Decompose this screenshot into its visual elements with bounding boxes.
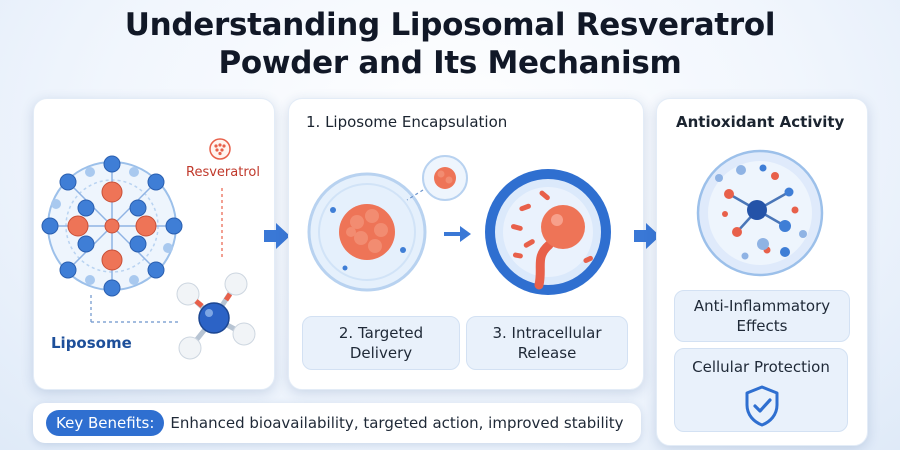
liposome-illustration — [41, 155, 183, 297]
arrow-right-icon-2 — [634, 223, 660, 249]
effect-1-line-1: Anti-Inflammatory — [693, 297, 831, 315]
step-1-heading: 1. Liposome Encapsulation — [306, 113, 508, 131]
step-3-pill: 3. Intracellular Release — [466, 316, 628, 370]
title-line-2: Powder and Its Mechanism — [218, 45, 682, 81]
arrow-right-small-icon — [444, 226, 471, 242]
resveratrol-label: Resveratrol — [186, 165, 260, 180]
key-benefits-text: Enhanced bioavailability, targeted actio… — [170, 414, 624, 432]
shield-check-icon — [745, 385, 779, 427]
page-title: Understanding Liposomal Resveratrol Powd… — [0, 6, 900, 82]
cellular-protection-pill: Cellular Protection — [674, 348, 848, 432]
resveratrol-molecule — [176, 272, 256, 360]
step-2-line-2: Delivery — [349, 344, 413, 362]
arrow-right-icon — [264, 223, 290, 249]
step-2-line-1: 2. Targeted — [338, 324, 424, 342]
effect-2-label: Cellular Protection — [692, 358, 830, 376]
step-2-pill: 2. Targeted Delivery — [302, 316, 460, 370]
key-benefits-badge: Key Benefits: — [46, 410, 165, 436]
step-3-line-1: 3. Intracellular — [492, 324, 602, 342]
antioxidant-heading: Antioxidant Activity — [676, 113, 845, 131]
resveratrol-icon — [209, 138, 231, 160]
effect-1-line-2: Effects — [736, 317, 788, 335]
cell-release-illustration — [485, 169, 611, 295]
title-line-1: Understanding Liposomal Resveratrol — [124, 7, 776, 43]
step-3-line-2: Release — [517, 344, 577, 362]
antioxidant-illustration — [696, 149, 824, 277]
key-benefits-bar: Key Benefits: Enhanced bioavailability, … — [33, 403, 641, 443]
anti-inflammatory-pill: Anti-Inflammatory Effects — [674, 290, 850, 342]
liposome-label: Liposome — [51, 334, 132, 352]
encapsulation-illustration — [307, 155, 468, 292]
